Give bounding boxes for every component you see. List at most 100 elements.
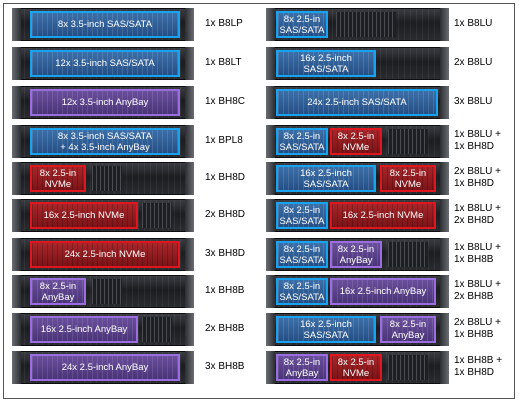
drive-bay-label: 16x 2.5-inch NVMe xyxy=(342,210,424,221)
right-backplane-label: 1x B8LU + 2x BH8D xyxy=(454,203,501,226)
left-backplane-label: 3x BH8B xyxy=(205,361,245,372)
right-backplane-label: 1x B8LU + 2x BH8B xyxy=(454,279,501,302)
left-server-row-7: 24x 2.5-inch NVMe xyxy=(12,238,194,271)
left-server-row-8: 8x 2.5-in AnyBay xyxy=(12,275,194,308)
empty-bay-filler xyxy=(336,12,396,37)
left-backplane-label: 1x BH8C xyxy=(205,96,246,107)
left-backplane-label: 3x BH8D xyxy=(205,248,246,259)
right-server-row-7: 8x 2.5-in SAS/SATA 8x 2.5-in AnyBay xyxy=(266,238,449,271)
empty-bay-filler xyxy=(388,129,428,154)
left-server-row-9: 16x 2.5-inch AnyBay xyxy=(12,313,194,346)
drive-bay-label: 16x 2.5-inch SAS/SATA xyxy=(300,52,352,75)
empty-bay-filler xyxy=(388,355,428,380)
left-server-row-2: 12x 3.5-inch SAS/SATA xyxy=(12,47,194,80)
drive-bay-label: 8x 2.5-in AnyBay xyxy=(39,280,77,303)
left-backplane-label: 2x BH8B xyxy=(205,323,245,334)
drive-bay-label: 8x 2.5-in SAS/SATA xyxy=(279,243,325,266)
drive-bay-red: 8x 2.5-in NVMe xyxy=(30,165,86,192)
left-server-row-4: 8x 3.5-inch SAS/SATA + 4x 3.5-inch AnyBa… xyxy=(12,125,194,158)
right-backplane-label: 1x B8LU + 1x BH8B xyxy=(454,242,501,265)
drive-bay-label: 8x 2.5-in NVMe xyxy=(337,356,375,379)
drive-bay-label: 8x 2.5-in NVMe xyxy=(389,167,427,190)
drive-bay-label: 12x 3.5-inch AnyBay xyxy=(61,97,149,108)
drive-bay-label: 16x 2.5-inch AnyBay xyxy=(40,324,128,335)
drive-bay-label: 16x 2.5-inch NVMe xyxy=(43,210,125,221)
drive-bay-label: 8x 2.5-in SAS/SATA xyxy=(279,130,325,153)
empty-bay-filler xyxy=(142,203,172,228)
drive-bay-blue: 12x 3.5-inch SAS/SATA xyxy=(30,50,180,77)
drive-bay-label: 16x 2.5-inch SAS/SATA xyxy=(300,318,352,341)
left-server-row-1: 8x 3.5-inch SAS/SATA xyxy=(12,8,194,41)
right-backplane-label: 2x B8LU xyxy=(454,57,493,68)
left-backplane-label: 1x BPL8 xyxy=(205,135,243,146)
drive-bay-label: 8x 2.5-in NVMe xyxy=(337,130,375,153)
drive-bay-label: 8x 2.5-in AnyBay xyxy=(389,318,427,341)
right-server-row-6: 8x 2.5-in SAS/SATA 16x 2.5-inch NVMe xyxy=(266,199,449,232)
right-backplane-label: 2x B8LU + 1x BH8B xyxy=(454,317,501,340)
right-backplane-label: 3x B8LU xyxy=(454,96,493,107)
left-server-row-5: 8x 2.5-in NVMe xyxy=(12,162,194,195)
drive-bay-blue: 16x 2.5-inch SAS/SATA xyxy=(276,316,376,343)
right-server-row-3: 24x 2.5-inch SAS/SATA xyxy=(266,86,449,119)
drive-bay-label: 12x 3.5-inch SAS/SATA xyxy=(55,58,155,69)
right-server-row-5: 16x 2.5-inch SAS/SATA 8x 2.5-in NVMe xyxy=(266,162,449,195)
right-server-row-10: 8x 2.5-in AnyBay 8x 2.5-in NVMe xyxy=(266,351,449,384)
drive-bay-red: 24x 2.5-inch NVMe xyxy=(30,241,180,268)
configuration-figure: 8x 3.5-inch SAS/SATA 1x B8LP 12x 3.5-inch … xyxy=(3,3,515,399)
drive-bay-blue: 8x 2.5-in SAS/SATA xyxy=(276,11,328,38)
right-backplane-label: 1x B8LU + 1x BH8D xyxy=(454,129,501,152)
empty-bay-filler xyxy=(92,279,122,304)
drive-bay-blue: 8x 2.5-in SAS/SATA xyxy=(276,128,328,155)
drive-bay-red: 8x 2.5-in NVMe xyxy=(330,128,382,155)
drive-bay-label: 8x 2.5-in SAS/SATA xyxy=(279,280,325,303)
drive-bay-blue: 8x 3.5-inch SAS/SATA + 4x 3.5-inch AnyBa… xyxy=(30,128,180,155)
left-backplane-label: 1x BH8D xyxy=(205,172,246,183)
drive-bay-label: 8x 3.5-inch SAS/SATA xyxy=(57,19,153,30)
drive-bay-purple: 12x 3.5-inch AnyBay xyxy=(30,89,180,116)
drive-bay-red: 16x 2.5-inch NVMe xyxy=(30,202,138,229)
drive-bay-blue: 16x 2.5-inch SAS/SATA xyxy=(276,165,376,192)
drive-bay-red: 8x 2.5-in NVMe xyxy=(380,165,436,192)
right-server-row-9: 16x 2.5-inch SAS/SATA 8x 2.5-in AnyBay xyxy=(266,313,449,346)
empty-bay-filler xyxy=(92,166,122,191)
empty-bay-filler xyxy=(142,317,172,342)
drive-bay-label: 16x 2.5-inch AnyBay xyxy=(339,286,427,297)
left-backplane-label: 1x B8LT xyxy=(205,57,242,68)
left-backplane-label: 1x B8LP xyxy=(205,18,243,29)
drive-bay-label: 8x 3.5-inch SAS/SATA + 4x 3.5-inch AnyBa… xyxy=(57,130,153,153)
drive-bay-purple: 8x 2.5-in AnyBay xyxy=(330,241,382,268)
drive-bay-blue: 8x 2.5-in SAS/SATA xyxy=(276,278,328,305)
left-backplane-label: 1x BH8B xyxy=(205,285,245,296)
drive-bay-red: 16x 2.5-inch NVMe xyxy=(330,202,436,229)
left-backplane-label: 2x BH8D xyxy=(205,209,246,220)
right-server-row-8: 8x 2.5-in SAS/SATA 16x 2.5-inch AnyBay xyxy=(266,275,449,308)
drive-bay-label: 8x 2.5-in SAS/SATA xyxy=(279,204,325,227)
drive-bay-label: 8x 2.5-in AnyBay xyxy=(337,243,375,266)
drive-bay-purple: 16x 2.5-inch AnyBay xyxy=(330,278,436,305)
right-backplane-label: 2x B8LU + 1x BH8D xyxy=(454,166,501,189)
empty-bay-filler xyxy=(388,242,428,267)
right-backplane-label: 1x BH8B + 1x BH8D xyxy=(454,355,503,378)
drive-bay-blue: 8x 2.5-in SAS/SATA xyxy=(276,202,328,229)
right-server-row-2: 16x 2.5-inch SAS/SATA xyxy=(266,47,449,80)
left-server-row-6: 16x 2.5-inch NVMe xyxy=(12,199,194,232)
drive-bay-blue: 8x 3.5-inch SAS/SATA xyxy=(30,11,180,38)
drive-bay-red: 8x 2.5-in NVMe xyxy=(330,354,382,381)
drive-bay-label: 16x 2.5-inch SAS/SATA xyxy=(300,167,352,190)
drive-bay-blue: 8x 2.5-in SAS/SATA xyxy=(276,241,328,268)
drive-bay-label: 8x 2.5-in NVMe xyxy=(39,167,77,190)
drive-bay-label: 24x 2.5-inch SAS/SATA xyxy=(307,97,407,108)
drive-bay-purple: 8x 2.5-in AnyBay xyxy=(30,278,86,305)
right-backplane-label: 1x B8LU xyxy=(454,18,493,29)
drive-bay-purple: 8x 2.5-in AnyBay xyxy=(380,316,436,343)
drive-bay-label: 24x 2.5-inch AnyBay xyxy=(61,362,149,373)
drive-bay-blue: 24x 2.5-inch SAS/SATA xyxy=(276,89,438,116)
drive-bay-label: 8x 2.5-in AnyBay xyxy=(283,356,321,379)
right-server-row-4: 8x 2.5-in SAS/SATA 8x 2.5-in NVMe xyxy=(266,125,449,158)
drive-bay-purple: 16x 2.5-inch AnyBay xyxy=(30,316,138,343)
drive-bay-label: 24x 2.5-inch NVMe xyxy=(64,249,146,260)
right-server-row-1: 8x 2.5-in SAS/SATA xyxy=(266,8,449,41)
drive-bay-purple: 8x 2.5-in AnyBay xyxy=(276,354,328,381)
drive-bay-label: 8x 2.5-in SAS/SATA xyxy=(279,13,325,36)
drive-bay-purple: 24x 2.5-inch AnyBay xyxy=(30,354,180,381)
